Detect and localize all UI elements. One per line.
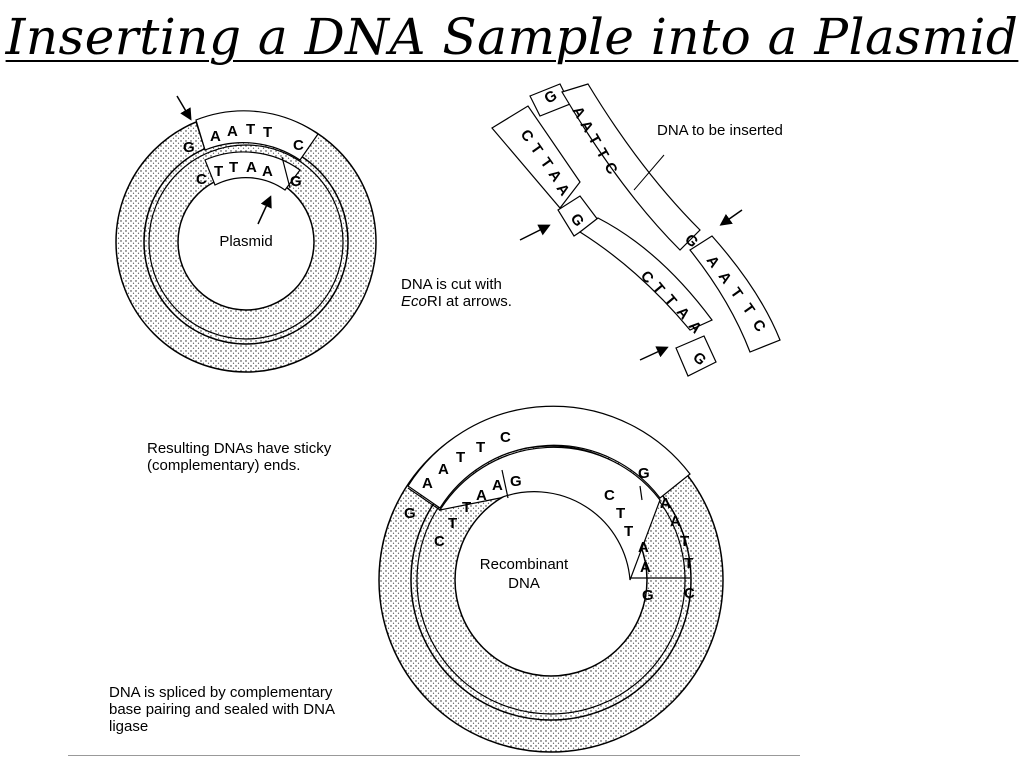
recomb-base: T [684, 555, 693, 572]
plasmid-outer-base: G [183, 139, 195, 156]
recomb-base: C [500, 429, 511, 446]
plasmid-inner-base: T [214, 163, 223, 180]
recomb-base: T [476, 439, 485, 456]
recomb-base: C [604, 487, 615, 504]
spliced-label-line1: DNA is spliced by complementary [109, 684, 333, 701]
cut-arrow [176, 95, 192, 121]
recombinant-ring [378, 405, 724, 753]
plasmid-outer-base: C [293, 137, 304, 154]
recomb-base: G [638, 465, 650, 482]
recomb-base: T [448, 515, 457, 532]
plasmid-outer-base: T [263, 124, 272, 141]
leader-line [633, 154, 665, 191]
recombinant-right-outer-bases: G A A T T C [638, 465, 695, 602]
cut-arrow [639, 346, 669, 361]
plasmid-outer-bases: G A A T T C [183, 121, 304, 156]
recomb-base: C [434, 533, 445, 550]
plasmid-ring [115, 110, 377, 373]
recomb-base: T [616, 505, 625, 522]
recomb-base: A [492, 477, 503, 494]
dna-insert-label: DNA to be inserted [657, 122, 783, 139]
recomb-base: G [404, 505, 416, 522]
plasmid-inner-base: A [246, 159, 257, 176]
sticky-label-line2: (complementary) ends. [147, 457, 301, 474]
cut-arrow [719, 209, 743, 226]
cut-arrow [519, 224, 551, 241]
plasmid-inner-base: A [262, 163, 273, 180]
recomb-base: A [638, 539, 649, 556]
recombinant-left-outer-bases: G A A T T C [404, 429, 511, 522]
plasmid-inner-base: C [196, 171, 207, 188]
plasmid-inner-bases: C T T A A G [196, 159, 302, 190]
recomb-base: A [640, 559, 651, 576]
cut-label-rest: RI at arrows. [426, 293, 512, 310]
plasmid-inner-base: T [229, 159, 238, 176]
cut-label-italic: Eco [401, 293, 427, 310]
recombinant-label-line2: DNA [508, 575, 540, 592]
recombinant-right-inner-bases: C T T A A G [604, 487, 654, 604]
recombinant-left-inner-bases: C T T A A G [434, 473, 522, 550]
recomb-base: G [642, 587, 654, 604]
recomb-base: A [438, 461, 449, 478]
recomb-base: A [422, 475, 433, 492]
spliced-label-line2: base pairing and sealed with DNA [109, 701, 335, 718]
cut-arrow [257, 195, 272, 225]
recomb-base: A [670, 513, 681, 530]
spliced-label-line3: ligase [109, 718, 149, 735]
dna-insert: G C T T A A G A A T T C G C T T A A G A … [491, 83, 781, 377]
plasmid-inner-base: G [290, 173, 302, 190]
sticky-label-line1: Resulting DNAs have sticky [147, 440, 332, 457]
plasmid-outer-base: T [246, 121, 255, 138]
recomb-base: T [456, 449, 465, 466]
cut-label-line2: EcoRI at arrows. [401, 293, 512, 310]
recomb-base: T [680, 533, 689, 550]
recomb-base: A [476, 487, 487, 504]
recomb-base: T [624, 523, 633, 540]
slide-title: Inserting a DNA Sample into a Plasmid [5, 8, 1019, 66]
plasmid-outer-base: A [227, 123, 238, 140]
cut-label-line1: DNA is cut with [401, 276, 502, 293]
plasmid-outer-base: A [210, 128, 221, 145]
recombinant-label-line1: Recombinant [480, 556, 569, 573]
recomb-base: C [684, 585, 695, 602]
recomb-base: A [660, 495, 671, 512]
recomb-base: G [510, 473, 522, 490]
plasmid-label: Plasmid [219, 233, 272, 250]
recomb-base: T [462, 499, 471, 516]
footer-rule [68, 755, 800, 756]
